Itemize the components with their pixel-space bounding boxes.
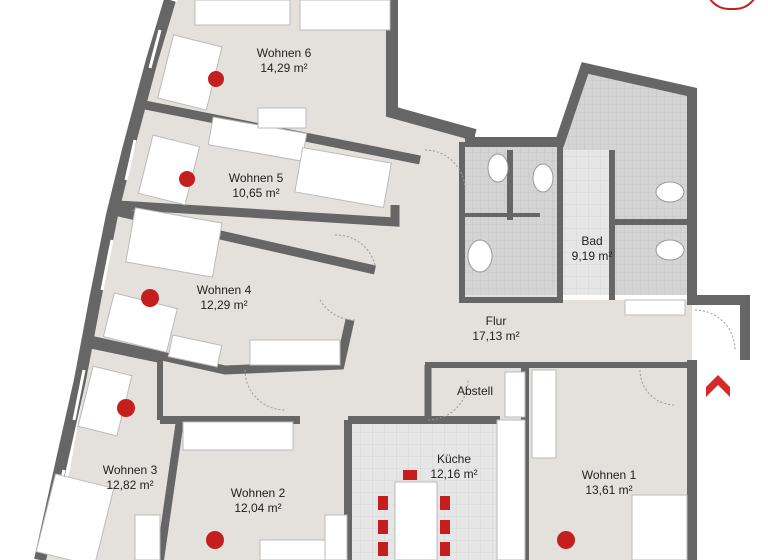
room-wohnen6: Wohnen 6 14,29 m² [257,46,312,76]
room-flur: Flur 17,13 m² [472,314,519,344]
wall-w3-top [87,342,163,420]
room-area: 12,04 m² [234,501,282,515]
room-name: Wohnen 1 [581,468,637,482]
room-kueche: Küche 12,16 m² [430,452,477,482]
room-wohnen1: Wohnen 1 13,61 m² [582,468,637,498]
room-area: 10,65 m² [232,186,280,200]
wall-w5-w4 [117,200,400,227]
shower-tiles [560,70,688,295]
bad-tiles [560,150,612,295]
wall-bath-inner [459,142,563,303]
room-wohnen2: Wohnen 2 12,04 m² [231,486,286,516]
wall-w4-bottom [89,319,355,375]
room-wohnen4: Wohnen 4 12,29 m² [197,283,252,313]
room-name: Flur [485,314,507,328]
room-name: Wohnen 3 [102,463,158,477]
room-name: Wohnen 4 [196,283,252,297]
room-wohnen3: Wohnen 3 12,82 m² [103,463,158,493]
room-name: Wohnen 2 [230,486,286,500]
entry-arrow-icon [706,375,730,397]
door-swings [244,149,736,421]
room-bad: Bad 9,19 m² [572,234,613,264]
room-name: Bad [581,234,603,248]
room-area: 13,61 m² [585,483,633,497]
room-name: Wohnen 6 [256,46,312,60]
outer-wall-left [34,0,176,560]
chairs [117,71,575,556]
room-wohnen5: Wohnen 5 10,65 m² [229,171,284,201]
room-area: 12,16 m² [430,467,478,481]
furniture [35,0,688,560]
room-area: 12,29 m² [200,298,248,312]
room-area: 14,29 m² [260,61,308,75]
room-area: 12,82 m² [106,478,154,492]
room-name: Küche [436,452,472,466]
wall-bath-outer [465,62,750,360]
wall-w2-left [156,419,184,560]
wall-w6-right [386,0,477,141]
room-name: Wohnen 5 [228,171,284,185]
room-area: 17,13 m² [472,329,520,343]
room-area: 9,19 m² [571,249,613,263]
room-abstell: Abstell [457,384,494,398]
sanitary-fixtures [467,153,685,273]
